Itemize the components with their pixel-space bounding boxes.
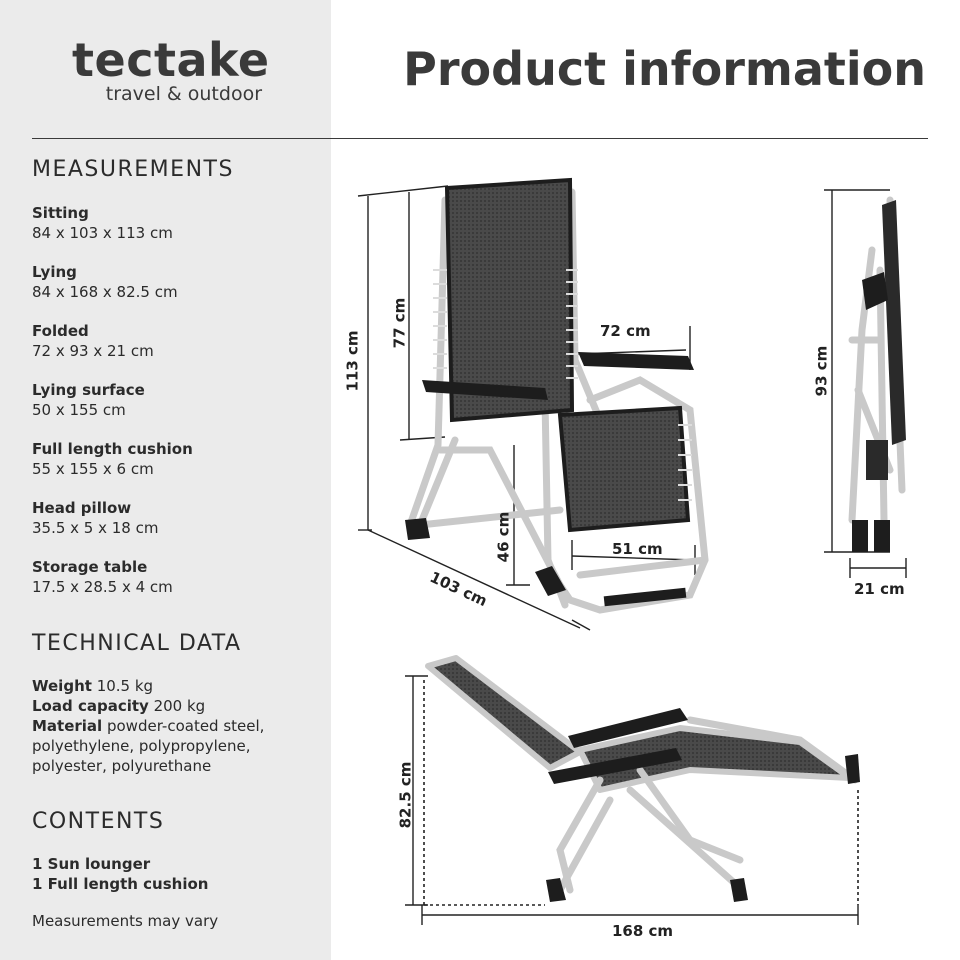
- dim-seat-height: 46 cm: [494, 511, 513, 563]
- spec-head-pillow: Head pillow 35.5 x 5 x 18 cm: [32, 498, 158, 538]
- dim-folded-height: 93 cm: [812, 345, 831, 397]
- spec-value: 72 x 93 x 21 cm: [32, 342, 154, 360]
- technical-heading: TECHNICAL DATA: [32, 631, 242, 656]
- weight-label: Weight: [32, 677, 92, 695]
- spec-label: Head pillow: [32, 499, 132, 517]
- spec-value: 84 x 103 x 113 cm: [32, 224, 173, 242]
- spec-storage-table: Storage table 17.5 x 28.5 x 4 cm: [32, 557, 173, 597]
- brand-tagline: travel & outdoor: [105, 83, 262, 105]
- contents-item: 1 Full length cushion: [32, 875, 209, 893]
- chair-sitting-illustration: [357, 177, 709, 631]
- header-divider: [32, 138, 928, 139]
- page-title: Product information: [403, 42, 926, 96]
- brand-logo: tectake travel & outdoor: [72, 33, 270, 105]
- measurements-note: Measurements may vary: [32, 912, 219, 930]
- spec-label: Storage table: [32, 558, 148, 576]
- chair-folded-illustration: [824, 189, 907, 578]
- technical-data: Weight 10.5 kg Load capacity 200 kg Mate…: [32, 676, 322, 776]
- spec-value: 55 x 155 x 6 cm: [32, 460, 154, 478]
- contents-list: 1 Sun lounger 1 Full length cushion: [32, 854, 208, 894]
- dim-backrest: 77 cm: [390, 297, 409, 349]
- spec-sitting: Sitting 84 x 103 x 113 cm: [32, 203, 173, 243]
- spec-folded: Folded 72 x 93 x 21 cm: [32, 321, 154, 361]
- spec-label: Folded: [32, 322, 89, 340]
- spec-value: 35.5 x 5 x 18 cm: [32, 519, 159, 537]
- spec-value: 84 x 168 x 82.5 cm: [32, 283, 178, 301]
- load-label: Load capacity: [32, 697, 149, 715]
- brand-name: tectake: [72, 33, 270, 87]
- contents-item: 1 Sun lounger: [32, 855, 151, 873]
- measurements-heading: MEASUREMENTS: [32, 157, 234, 182]
- weight-value: 10.5 kg: [96, 677, 154, 695]
- dim-lying-height: 82.5 cm: [396, 761, 415, 829]
- dim-armrest-width: 72 cm: [600, 322, 651, 340]
- material-value: powder-coated steel, polyethylene, polyp…: [32, 717, 265, 775]
- dim-lying-length: 168 cm: [612, 922, 674, 940]
- material-label: Material: [32, 717, 103, 735]
- spec-cushion: Full length cushion 55 x 155 x 6 cm: [32, 439, 193, 479]
- sidebar-panel: [0, 0, 331, 960]
- load-value: 200 kg: [153, 697, 206, 715]
- spec-lying-surface: Lying surface 50 x 155 cm: [32, 380, 145, 420]
- spec-label: Lying surface: [32, 381, 145, 399]
- dim-height-total: 113 cm: [343, 330, 362, 392]
- spec-label: Lying: [32, 263, 77, 281]
- spec-label: Sitting: [32, 204, 89, 222]
- dim-folded-depth: 21 cm: [854, 580, 905, 598]
- spec-lying: Lying 84 x 168 x 82.5 cm: [32, 262, 178, 302]
- chair-lying-illustration: [405, 655, 860, 925]
- spec-value: 50 x 155 cm: [32, 401, 126, 419]
- spec-label: Full length cushion: [32, 440, 193, 458]
- contents-heading: CONTENTS: [32, 809, 165, 834]
- spec-value: 17.5 x 28.5 x 4 cm: [32, 578, 173, 596]
- dim-seat-width: 51 cm: [612, 540, 663, 558]
